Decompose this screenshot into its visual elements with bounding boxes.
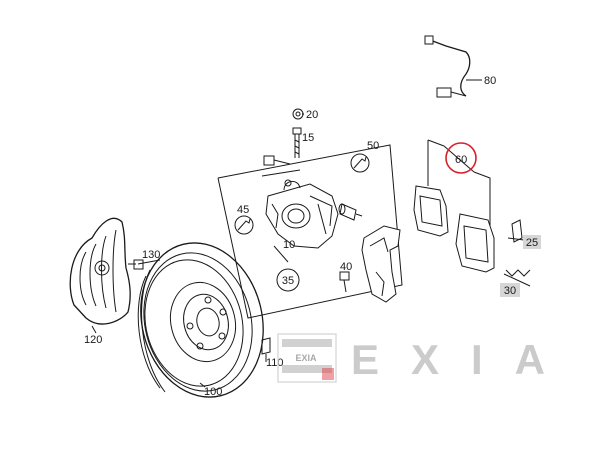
highlight-circle-60	[445, 142, 477, 174]
callout-120: 120	[84, 334, 102, 346]
exia-badge-text: EXIA	[295, 353, 317, 363]
tightening-torque-icon-45	[234, 215, 254, 235]
spring-clip	[503, 269, 531, 287]
callout-25-badge: 25	[523, 235, 541, 249]
caliper-bracket	[361, 225, 401, 303]
tightening-torque-icon-50	[350, 153, 370, 173]
exia-wordmark: EXIA	[351, 336, 577, 383]
callout-80: 80	[484, 75, 496, 87]
callout-35-circle: 35	[276, 268, 300, 292]
callout-110: 110	[266, 357, 284, 369]
callout-15: 15	[302, 132, 314, 144]
disc-bolt-110	[261, 337, 271, 362]
callout-60: 60	[455, 154, 467, 166]
brake-pad-set	[413, 139, 495, 273]
callout-40: 40	[340, 261, 352, 273]
cap-20	[292, 108, 304, 120]
callout-25: 25	[526, 237, 538, 249]
callout-50: 50	[367, 140, 379, 152]
guide-pin	[338, 203, 363, 221]
callout-100: 100	[204, 386, 222, 398]
wear-sensor	[424, 35, 482, 98]
assembly-frame	[217, 144, 403, 319]
caliper-bolt	[263, 155, 291, 166]
retaining-pin	[507, 219, 525, 243]
callout-labels: 20 15 50 60 80 45 10 130 40 120 100 110	[84, 75, 496, 398]
exia-watermark: EXIA EXIA	[277, 333, 577, 383]
leader-lines	[128, 113, 304, 265]
exia-badge-logo: EXIA	[277, 333, 337, 383]
callout-10: 10	[283, 239, 295, 251]
brake-disc	[137, 242, 264, 398]
brake-caliper	[265, 179, 339, 249]
callout-30-badge: 30	[500, 283, 520, 297]
callout-30: 30	[504, 285, 516, 297]
callout-45: 45	[237, 204, 249, 216]
callout-20: 20	[306, 109, 318, 121]
bleeder-bolt-15	[292, 127, 302, 158]
callout-130: 130	[142, 249, 160, 261]
callout-35: 35	[282, 275, 294, 287]
dust-shield	[69, 217, 131, 334]
bolt-40	[339, 271, 350, 293]
